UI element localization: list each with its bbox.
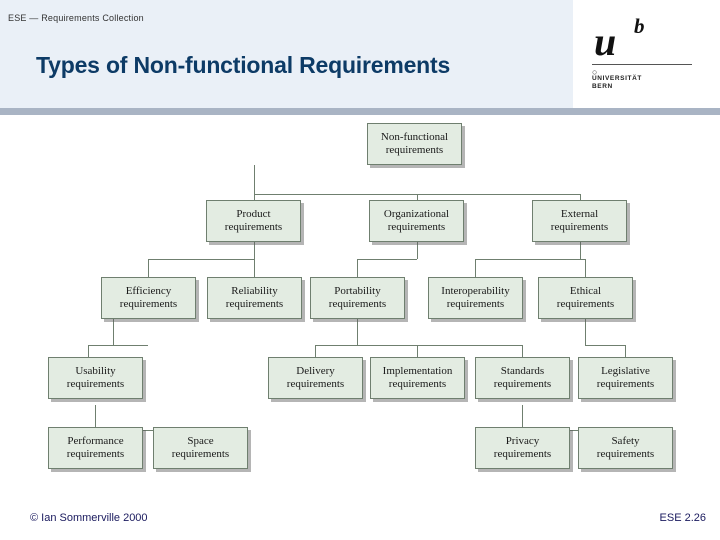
- node-label: Reliability requirements: [225, 285, 284, 310]
- connector-to-legislative: [625, 345, 626, 359]
- connector-product-down: [254, 242, 255, 259]
- nonfunctional-requirements-tree: Non-functional requirements Product requ…: [0, 115, 720, 500]
- connector-ethical-down: [585, 319, 586, 345]
- node-label: Delivery requirements: [286, 365, 345, 390]
- node-interoperability-requirements[interactable]: Interoperability requirements: [428, 277, 523, 319]
- node-label: Portability requirements: [328, 285, 387, 310]
- node-privacy-requirements[interactable]: Privacy requirements: [475, 427, 570, 469]
- connector-to-efficiency: [148, 259, 149, 286]
- node-label: Space requirements: [171, 435, 230, 460]
- node-external-requirements[interactable]: External requirements: [532, 200, 627, 242]
- logo-divider: [592, 64, 692, 65]
- connector-standards-down: [522, 405, 523, 430]
- connector-privacy-safety-horizontal: [522, 430, 625, 431]
- connector-to-portability: [357, 259, 358, 286]
- connector-to-standards: [522, 345, 523, 359]
- connector-product-horizontal: [148, 259, 254, 260]
- node-organizational-requirements[interactable]: Organizational requirements: [369, 200, 464, 242]
- connector-organizational-horizontal: [357, 259, 417, 260]
- node-standards-requirements[interactable]: Standards requirements: [475, 357, 570, 399]
- node-label: Implementation requirements: [382, 365, 453, 390]
- footer-copyright: © Ian Sommerville 2000: [30, 512, 148, 524]
- logo-university-line2: BERN: [592, 83, 613, 90]
- connector-root-vertical: [254, 165, 255, 194]
- connector-usability-horizontal: [88, 345, 148, 346]
- node-ethical-requirements[interactable]: Ethical requirements: [538, 277, 633, 319]
- connector-external-down: [580, 242, 581, 259]
- connector-organizational-down: [417, 242, 418, 259]
- node-portability-requirements[interactable]: Portability requirements: [310, 277, 405, 319]
- node-legislative-requirements[interactable]: Legislative requirements: [578, 357, 673, 399]
- university-logo: u b ○ UNIVERSITÄT BERN: [576, 12, 708, 96]
- node-efficiency-requirements[interactable]: Efficiency requirements: [101, 277, 196, 319]
- node-safety-requirements[interactable]: Safety requirements: [578, 427, 673, 469]
- node-label: Legislative requirements: [596, 365, 655, 390]
- node-label: Privacy requirements: [493, 435, 552, 460]
- node-implementation-requirements[interactable]: Implementation requirements: [370, 357, 465, 399]
- node-label: Performance requirements: [66, 435, 125, 460]
- node-label: Efficiency requirements: [119, 285, 178, 310]
- node-label: Ethical requirements: [556, 285, 615, 310]
- connector-to-delivery: [315, 345, 316, 359]
- footer-page-number: ESE 2.26: [659, 512, 706, 524]
- logo-letter-b: b: [634, 14, 645, 38]
- node-reliability-requirements[interactable]: Reliability requirements: [207, 277, 302, 319]
- node-label: Interoperability requirements: [441, 285, 510, 310]
- connector-to-implementation: [417, 345, 418, 359]
- node-label: Standards requirements: [493, 365, 552, 390]
- header-divider-rule: [0, 108, 720, 115]
- node-label: External requirements: [550, 208, 609, 233]
- connector-to-interoperability: [475, 259, 476, 286]
- connector-to-ethical: [585, 259, 586, 286]
- connector-usability-down: [95, 405, 96, 430]
- connector-delivery-impl-horizontal: [315, 345, 417, 346]
- connector-to-usability: [88, 345, 89, 359]
- connector-to-reliability: [254, 259, 255, 286]
- connector-legislative-horizontal: [585, 345, 625, 346]
- node-label: Non-functional requirements: [380, 131, 449, 156]
- breadcrumb: ESE — Requirements Collection: [8, 13, 144, 23]
- node-label: Product requirements: [224, 208, 283, 233]
- node-delivery-requirements[interactable]: Delivery requirements: [268, 357, 363, 399]
- logo-circle-icon: ○: [592, 67, 598, 77]
- node-label: Usability requirements: [66, 365, 125, 390]
- connector-efficiency-down: [113, 319, 114, 345]
- page-title: Types of Non-functional Requirements: [36, 52, 451, 78]
- node-label: Safety requirements: [596, 435, 655, 460]
- connector-standards-horizontal: [417, 345, 522, 346]
- logo-letter-u: u: [594, 19, 617, 64]
- connector-perf-space-horizontal: [95, 430, 200, 431]
- node-nonfunctional-requirements[interactable]: Non-functional requirements: [367, 123, 462, 165]
- logo-university-line1: UNIVERSITÄT: [592, 75, 642, 82]
- node-performance-requirements[interactable]: Performance requirements: [48, 427, 143, 469]
- node-usability-requirements[interactable]: Usability requirements: [48, 357, 143, 399]
- connector-portability-down: [357, 319, 358, 345]
- header-logo-backdrop: [573, 0, 720, 108]
- connector-external-horizontal: [475, 259, 585, 260]
- node-space-requirements[interactable]: Space requirements: [153, 427, 248, 469]
- logo-university-text: UNIVERSITÄT BERN: [592, 75, 642, 91]
- node-product-requirements[interactable]: Product requirements: [206, 200, 301, 242]
- node-label: Organizational requirements: [383, 208, 450, 233]
